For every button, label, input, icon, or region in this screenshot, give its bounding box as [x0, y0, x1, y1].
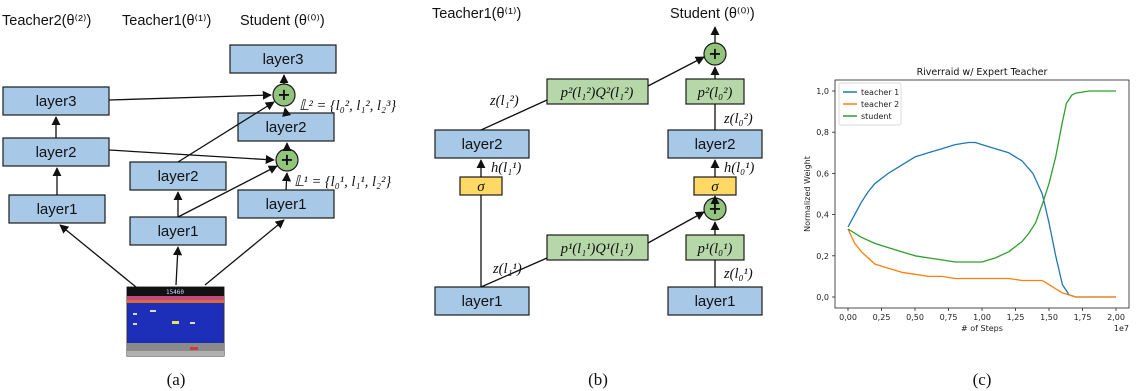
edge-t2-l3-plus	[108, 90, 272, 101]
plus-lower-symbol: +	[280, 150, 293, 169]
b-gate-top-left: p²(l₁²)Q²(l₁²)	[560, 85, 634, 101]
b-gate-bottom-right: p¹(l₀¹)	[697, 241, 733, 257]
b-teacher-layer2-box	[434, 129, 530, 159]
edge-t2-l2-plus	[108, 149, 275, 165]
x-tick-label: 0,50	[906, 313, 924, 322]
b-gate-top-right: p²(l₀²)	[697, 85, 733, 101]
header-b-student: Student (θ⁽⁰⁾)	[670, 6, 755, 22]
b-teacher-layer1-label: layer1	[462, 293, 503, 310]
b-label-z-l11: z(l₁¹)	[492, 261, 522, 277]
header-student: Student (θ⁽⁰⁾)	[240, 13, 325, 29]
b-plus-top-symbol: +	[708, 44, 721, 63]
caption-c: (c)	[973, 370, 992, 389]
y-tick-label: 1,0	[816, 87, 829, 96]
series-line-teacher-2	[847, 228, 1116, 298]
chart-x-ticks: 0,00 0,25 0,50 0,75 1,00 1,25 1,50 1,75 2,00	[839, 308, 1125, 322]
teacher2-layer2-label: layer2	[36, 144, 77, 161]
x-tick-label: 1,75	[1074, 313, 1092, 322]
edge-img-t1	[173, 246, 183, 286]
b-student-layer1-label: layer1	[695, 293, 736, 310]
b-label-z-l12: z(l₁²)	[489, 93, 519, 109]
edge-t1-l2-plus	[177, 101, 275, 163]
x-tick-label: 1,00	[973, 313, 991, 322]
panel-b: Teacher1(θ⁽¹⁾) Student (θ⁽⁰⁾) layer1 σ l…	[432, 6, 763, 389]
header-teacher2: Teacher2(θ⁽²⁾)	[2, 13, 91, 29]
b-teacher-layer2-label: layer2	[462, 136, 503, 153]
b-student-sigma: σ	[711, 179, 719, 195]
edge-img-t2	[59, 224, 137, 288]
edge-s-l1-plus	[281, 172, 292, 191]
x-tick-label: 1,25	[1007, 313, 1025, 322]
teacher1-layer2-box	[129, 161, 227, 191]
b-teacher-sigma: σ	[477, 179, 485, 195]
student-layer3-box	[229, 44, 337, 74]
b-gate-top-right-box	[685, 78, 745, 105]
header-b-teacher1: Teacher1(θ⁽¹⁾)	[432, 6, 521, 22]
chart-y-label: Normalized Weight	[803, 156, 812, 232]
teacher1-layer1-label: layer1	[158, 223, 199, 240]
chart-x-label: # of Steps	[961, 324, 1003, 333]
b-label-h-l01: h(l₀¹)	[724, 160, 754, 176]
b-plus-bottom-symbol: +	[708, 199, 721, 218]
chart-x-multiplier: 1e7	[1114, 324, 1129, 333]
x-tick-label: 1,50	[1040, 313, 1058, 322]
teacher2-layer1-label: layer1	[37, 201, 78, 218]
x-tick-label: 0,75	[940, 313, 958, 322]
y-tick-label: 0,4	[816, 211, 829, 220]
b-gate-bottom-left-box	[546, 234, 649, 261]
caption-b: (b)	[588, 370, 608, 389]
b-gate-bottom-left: p¹(l₁¹)Q¹(l₁¹)	[560, 241, 634, 257]
student-layer1-label: layer1	[266, 196, 307, 213]
panel-c: Riverraid w/ Expert Teacher 0,0 0,2 0,4 0,6…	[803, 67, 1130, 389]
teacher2-layer3-label: layer3	[36, 93, 77, 110]
series-line-teacher-1	[847, 141, 1116, 298]
teacher1-layer1-box	[129, 216, 227, 246]
y-tick-label: 0,2	[816, 252, 829, 261]
legend-label: teacher 1	[861, 88, 899, 97]
b-gate-top-left-box	[546, 78, 649, 105]
panel-a: Teacher2(θ⁽²⁾) Teacher1(θ⁽¹⁾) Student (θ…	[2, 13, 396, 389]
set-L2-label: 𝕃² = {l₀², l₁², l₂³}	[299, 98, 396, 114]
set-L1-label: 𝕃¹ = {l₀¹, l₁¹, l₂²}	[294, 174, 391, 190]
chart-legend: teacher 1 teacher 2 student	[838, 82, 902, 126]
edge-t1-l1-plus	[177, 165, 278, 218]
legend-label: teacher 2	[861, 100, 899, 109]
teacher1-layer2-label: layer2	[158, 168, 199, 185]
b-edge-t-l1-gbl	[480, 257, 548, 288]
x-tick-label: 0,25	[873, 313, 891, 322]
student-layer3-label: layer3	[263, 51, 304, 68]
header-teacher1: Teacher1(θ⁽¹⁾)	[122, 13, 211, 29]
chart-title: Riverraid w/ Expert Teacher	[917, 67, 1048, 78]
student-layer2-box	[237, 112, 335, 142]
game-screen-image: 15460	[126, 286, 225, 357]
y-tick-label: 0,0	[816, 293, 829, 302]
student-layer1-box	[237, 189, 335, 219]
edge-img-s	[204, 219, 285, 286]
y-tick-label: 0,6	[816, 169, 829, 178]
teacher2-layer2-box	[2, 137, 110, 167]
series-line-student	[847, 90, 1116, 263]
x-tick-label: 2,00	[1107, 313, 1125, 322]
legend-label: student	[861, 112, 892, 121]
plus-upper-symbol: +	[277, 85, 290, 104]
caption-a: (a)	[167, 370, 186, 389]
b-label-z-l02: z(l₀²)	[723, 111, 753, 127]
y-tick-label: 0,8	[816, 128, 829, 137]
x-tick-label: 0,00	[839, 313, 857, 322]
teacher2-layer3-box	[2, 86, 110, 116]
b-edge-gbl-plus	[647, 211, 705, 244]
b-label-h-l11: h(l₁¹)	[491, 160, 521, 176]
b-student-layer1-box	[667, 286, 763, 316]
b-student-layer2-label: layer2	[695, 136, 736, 153]
b-edge-t-l2-gtl	[480, 99, 548, 131]
edge-s-l2-plus	[282, 107, 292, 117]
game-score: 15460	[166, 289, 184, 296]
chart-y-ticks: 0,0 0,2 0,4 0,6 0,8 1,0	[816, 87, 835, 302]
b-teacher-layer1-box	[434, 286, 530, 316]
chart-series-lines	[847, 90, 1116, 298]
b-edge-gtl-plus	[647, 56, 705, 87]
b-label-z-l01: z(l₀¹)	[723, 266, 753, 282]
student-layer2-label: layer2	[266, 119, 307, 136]
